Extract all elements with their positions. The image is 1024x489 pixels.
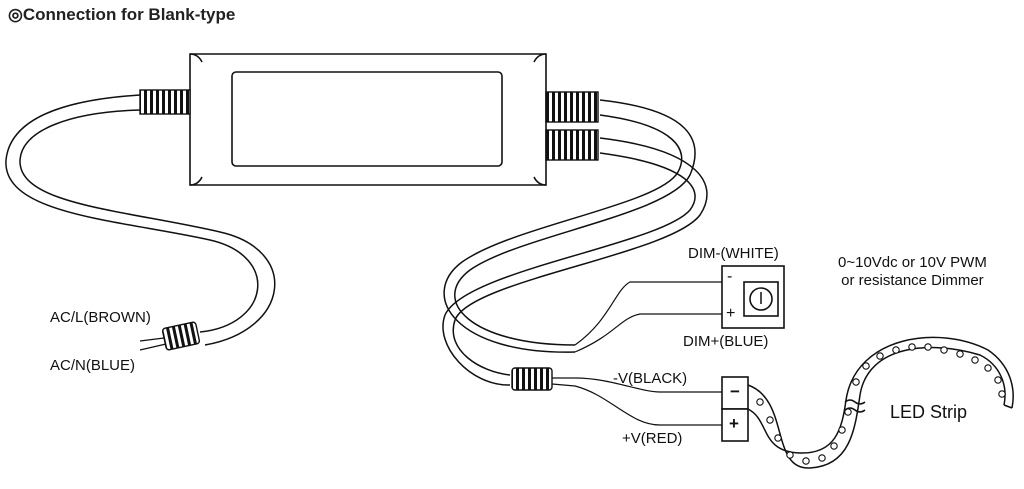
led-dot bbox=[908, 343, 916, 351]
dimmer-note-line1: 0~10Vdc or 10V PWM bbox=[838, 254, 987, 271]
output-connectors bbox=[511, 91, 599, 391]
led-dot bbox=[756, 398, 764, 406]
ac-l-label: AC/L(BROWN) bbox=[50, 309, 151, 326]
led-terminal-block bbox=[721, 376, 749, 442]
led-dot bbox=[998, 390, 1006, 398]
led-strip-label: LED Strip bbox=[890, 402, 968, 422]
led-dot bbox=[940, 346, 948, 354]
dimmer-minus-terminal: - bbox=[727, 268, 733, 285]
dim-plus-label: DIM+(BLUE) bbox=[683, 333, 769, 350]
led-dot bbox=[956, 350, 964, 358]
strip-plus-terminal: + bbox=[729, 414, 739, 433]
led-dot bbox=[786, 451, 794, 459]
led-dot bbox=[971, 356, 979, 364]
dim-minus-label: DIM-(WHITE) bbox=[688, 245, 779, 262]
led-wires bbox=[551, 377, 722, 426]
led-dot bbox=[802, 457, 810, 465]
v-plus-label: +V(RED) bbox=[622, 430, 683, 447]
led-dot bbox=[818, 454, 826, 462]
led-dot bbox=[892, 346, 900, 354]
led-strip-dots bbox=[756, 343, 1006, 465]
strip-minus-terminal: − bbox=[730, 382, 740, 401]
output-cables bbox=[442, 99, 708, 386]
led-dot bbox=[862, 362, 870, 370]
strip-break-mark bbox=[844, 399, 866, 413]
input-wire-ends bbox=[139, 337, 167, 351]
led-strip-ribbon bbox=[747, 336, 1014, 469]
led-dot bbox=[876, 352, 884, 360]
led-dot bbox=[830, 442, 838, 450]
ac-n-label: AC/N(BLUE) bbox=[50, 357, 136, 374]
dimmer-plus-terminal: + bbox=[726, 305, 736, 322]
led-dot bbox=[766, 416, 774, 424]
led-dot bbox=[774, 434, 782, 442]
led-dot bbox=[994, 376, 1002, 384]
input-cable bbox=[5, 94, 276, 346]
led-dot bbox=[838, 426, 846, 434]
dimmer-note-line2: or resistance Dimmer bbox=[841, 272, 984, 289]
dimmer-type-note: 0~10Vdc or 10V PWM or resistance Dimmer bbox=[838, 254, 987, 290]
power-supply-unit bbox=[189, 53, 547, 186]
led-dot bbox=[984, 364, 992, 372]
v-minus-label: -V(BLACK) bbox=[613, 370, 688, 387]
led-dot bbox=[852, 378, 860, 386]
diagram-title: ◎Connection for Blank-type bbox=[8, 5, 236, 24]
dimmer-box bbox=[721, 265, 785, 329]
input-connector bbox=[139, 89, 201, 351]
led-dot bbox=[924, 343, 932, 351]
dimmer-wires bbox=[574, 281, 722, 353]
